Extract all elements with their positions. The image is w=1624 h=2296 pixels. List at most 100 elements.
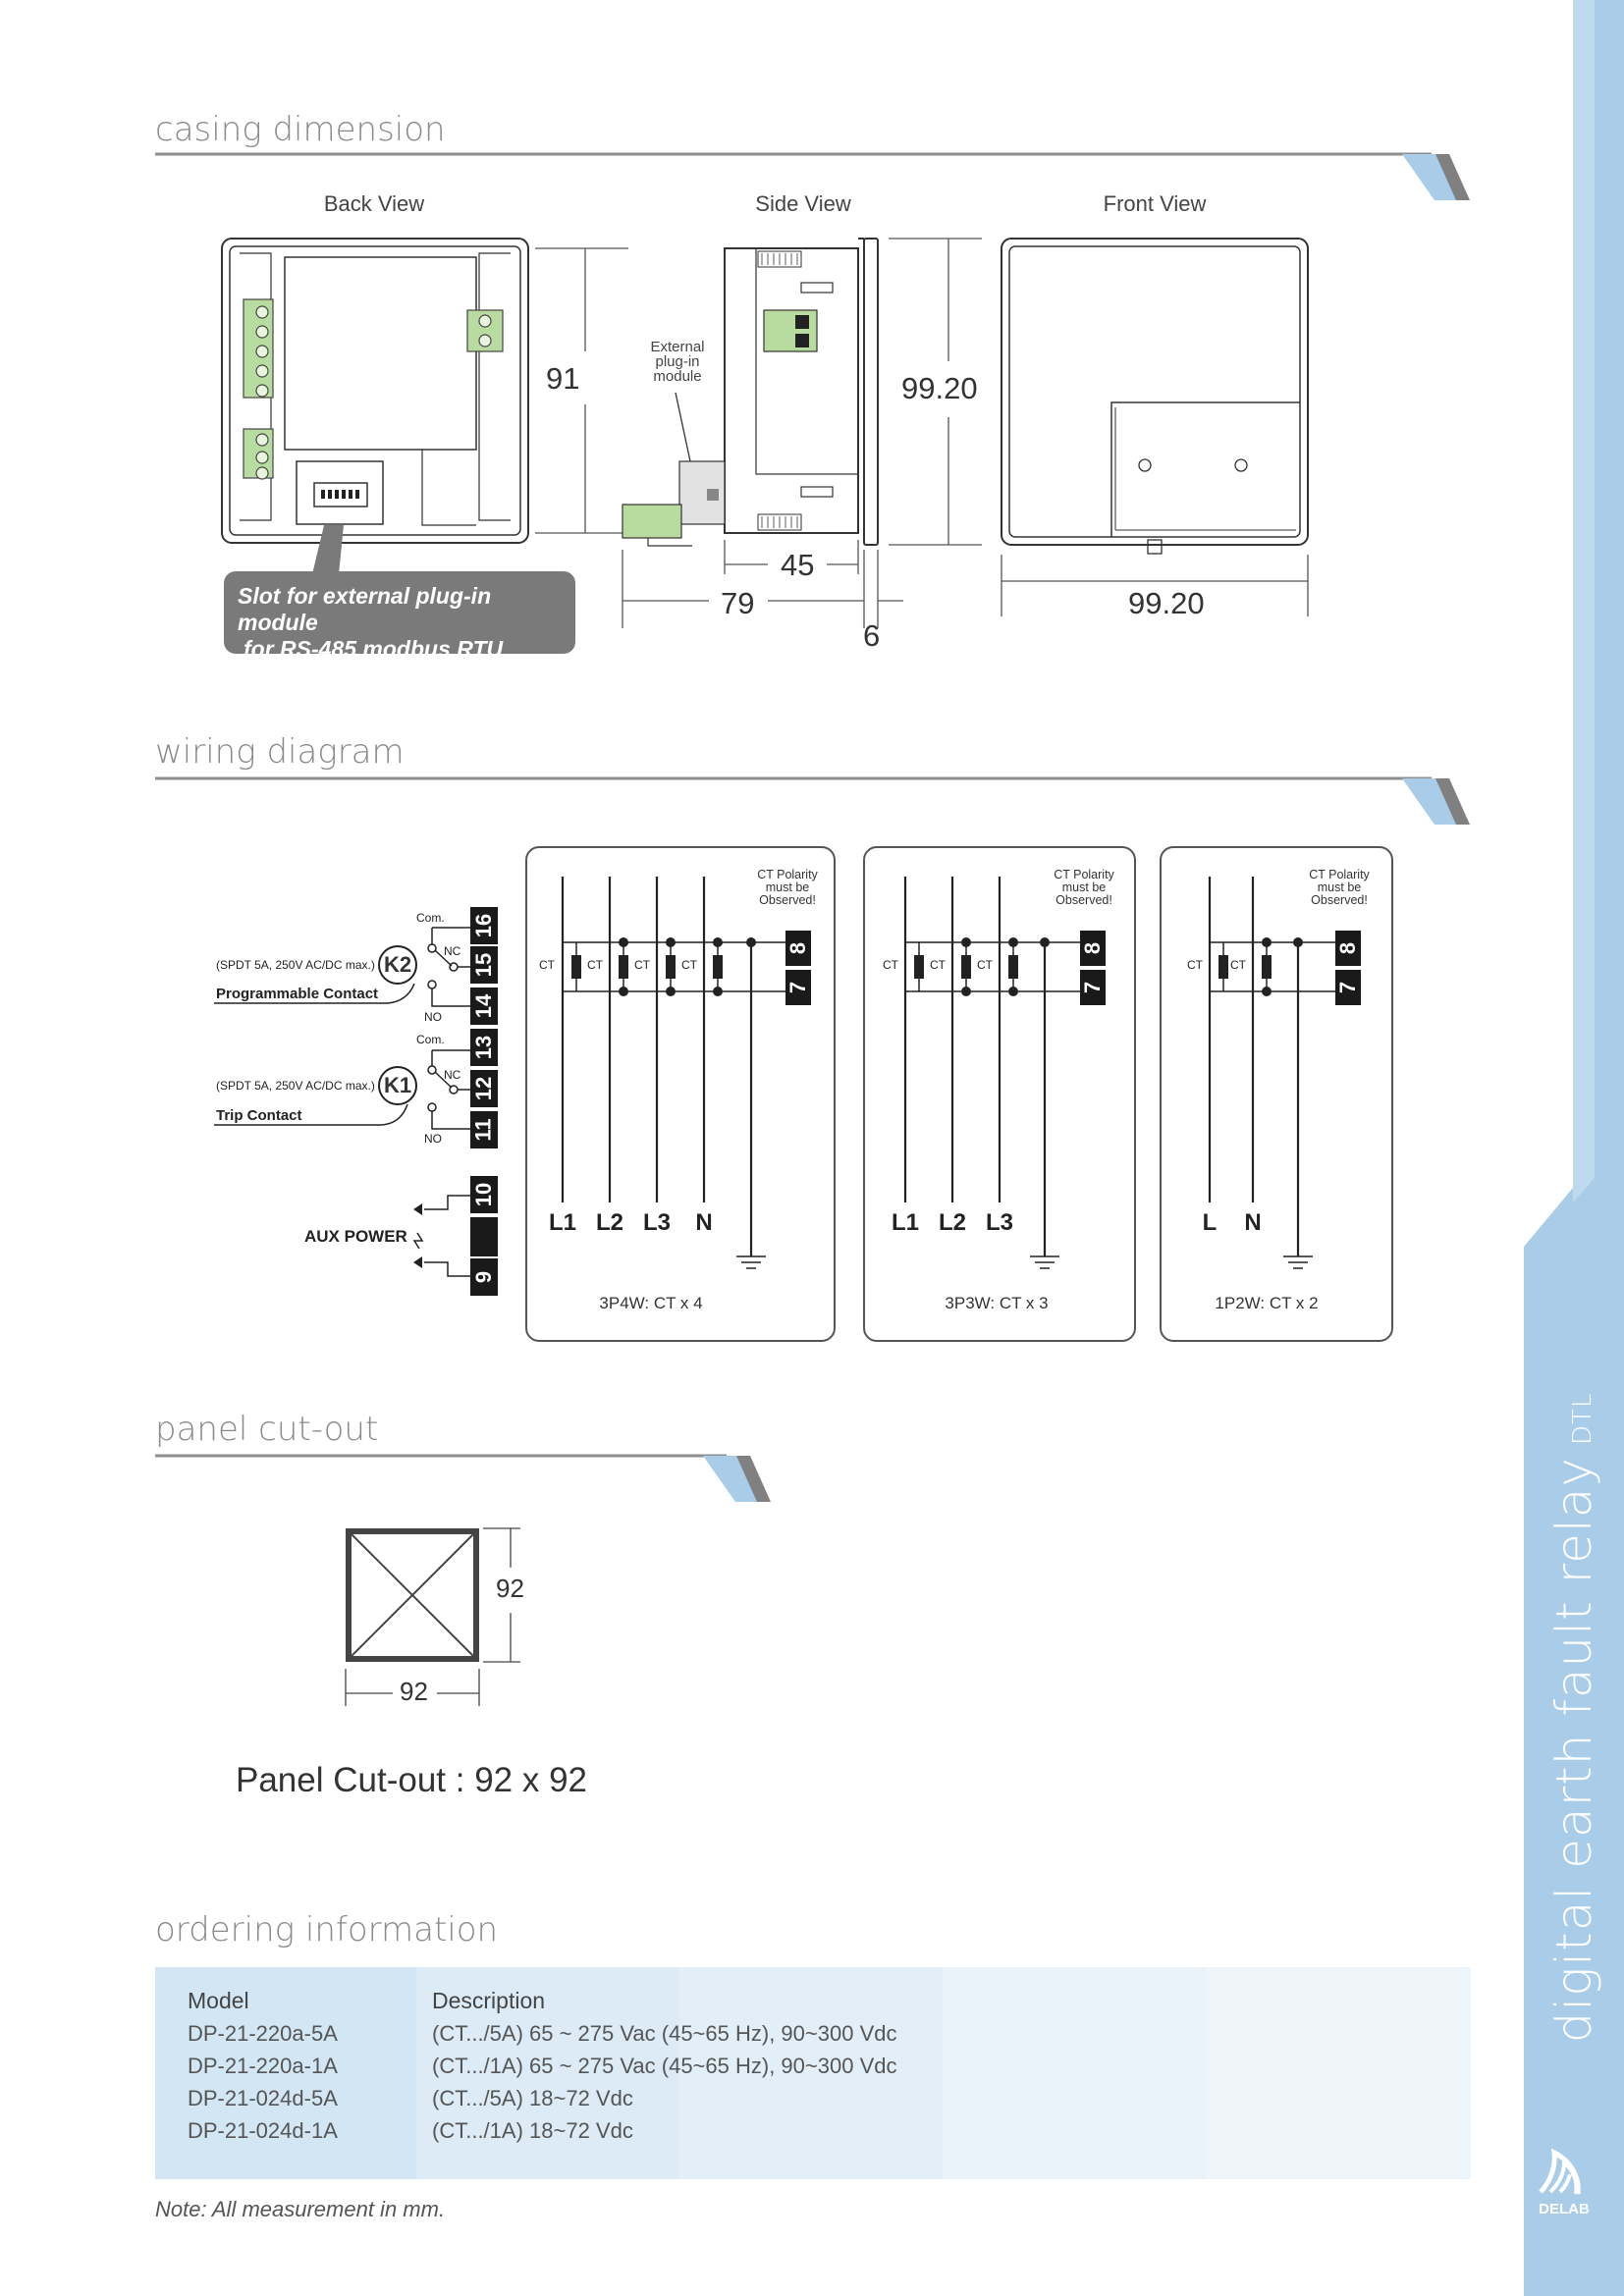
cutout-drawing bbox=[345, 1527, 520, 1706]
ct-label: CT bbox=[1230, 958, 1246, 972]
section-title-ordering: ordering information bbox=[155, 1910, 499, 1949]
aux-arrows bbox=[413, 1203, 422, 1268]
k1-nc-label: NC bbox=[444, 1068, 461, 1082]
ct-label: CT bbox=[587, 958, 603, 972]
ct-label: CT bbox=[977, 958, 993, 972]
ct-terminal-7-p2: 7 bbox=[1080, 970, 1106, 1005]
section-rule-cutout bbox=[155, 1454, 771, 1502]
k1-no-label: NO bbox=[424, 1132, 442, 1146]
k2-no-label: NO bbox=[424, 1010, 442, 1024]
side-view-drawing bbox=[622, 238, 879, 547]
ct-label: CT bbox=[681, 958, 697, 972]
panel-1p2w-cts bbox=[1218, 937, 1303, 996]
ct-terminal-8-p3: 8 bbox=[1335, 931, 1361, 966]
terminal-13: 13 bbox=[470, 1029, 498, 1066]
table-row-desc: (CT.../5A) 65 ~ 275 Vac (45~65 Hz), 90~3… bbox=[432, 2021, 897, 2046]
phase-label: L bbox=[1202, 1209, 1218, 1236]
ct-terminal-7-p3: 7 bbox=[1335, 970, 1361, 1005]
relay-k1: K1 bbox=[378, 1066, 417, 1105]
table-row-desc: (CT.../1A) 65 ~ 275 Vac (45~65 Hz), 90~3… bbox=[432, 2054, 897, 2078]
k2-rating: (SPDT 5A, 250V AC/DC max.) bbox=[216, 958, 375, 972]
delab-logo-icon bbox=[1539, 2148, 1581, 2195]
terminal-16: 16 bbox=[470, 907, 498, 944]
phase-label: L3 bbox=[642, 1209, 672, 1236]
config-label-1p2w: 1P2W: CT x 2 bbox=[1215, 1294, 1319, 1312]
table-row-model: DP-21-220a-5A bbox=[188, 2021, 338, 2046]
ct-label: CT bbox=[634, 958, 650, 972]
ct-label: CT bbox=[930, 958, 946, 972]
phase-label: N bbox=[695, 1209, 713, 1236]
table-row-model: DP-21-024d-5A bbox=[188, 2086, 338, 2110]
dim-line-91 bbox=[535, 247, 628, 534]
order-col-bg bbox=[679, 1967, 943, 2179]
terminal-10: 10 bbox=[470, 1176, 498, 1213]
measurement-note: Note: All measurement in mm. bbox=[155, 2197, 446, 2221]
relay-contact-lines bbox=[214, 927, 470, 1277]
config-label-3p4w: 3P4W: CT x 4 bbox=[599, 1294, 703, 1312]
k1-com-label: Com. bbox=[416, 1033, 445, 1046]
terminal-blank bbox=[470, 1217, 498, 1256]
table-row-model: DP-21-024d-1A bbox=[188, 2118, 338, 2143]
phase-label: L1 bbox=[548, 1209, 577, 1236]
wiring-panel-1p2w bbox=[1160, 846, 1393, 1342]
dim-6: 6 bbox=[863, 618, 881, 653]
dim-lines-side bbox=[622, 238, 982, 628]
ct-label: CT bbox=[1187, 958, 1203, 972]
ct-terminal-7-p1: 7 bbox=[785, 970, 811, 1005]
k2-nc-label: NC bbox=[444, 944, 461, 958]
terminal-11: 11 bbox=[470, 1111, 498, 1148]
terminal-15: 15 bbox=[470, 946, 498, 984]
panel-1p2w-wiring bbox=[1208, 877, 1335, 1269]
logo-text: DELAB bbox=[1539, 2201, 1590, 2217]
panel-3p4w-cts bbox=[571, 937, 756, 996]
model-header: Model bbox=[188, 1988, 249, 2013]
model-column: Model DP-21-220a-5A DP-21-220a-1A DP-21-… bbox=[188, 1985, 338, 2147]
relay-k2: K2 bbox=[378, 945, 417, 985]
phase-label: L2 bbox=[595, 1209, 624, 1236]
k1-rating: (SPDT 5A, 250V AC/DC max.) bbox=[216, 1079, 375, 1093]
dim-91: 91 bbox=[546, 361, 580, 396]
terminal-12: 12 bbox=[470, 1070, 498, 1107]
order-col-bg bbox=[416, 1967, 679, 2179]
ct-terminal-8-p2: 8 bbox=[1080, 931, 1106, 966]
cutout-caption: Panel Cut-out : 92 x 92 bbox=[236, 1761, 587, 1799]
dim-line-front-width bbox=[1001, 555, 1309, 616]
section-title-casing: casing dimension bbox=[155, 110, 446, 149]
order-col-bg bbox=[943, 1967, 1206, 2179]
phase-label: L3 bbox=[985, 1209, 1014, 1236]
ct-label: CT bbox=[883, 958, 898, 972]
ordering-table: Model DP-21-220a-5A DP-21-220a-1A DP-21-… bbox=[155, 1967, 1471, 2179]
front-view-drawing bbox=[1001, 238, 1309, 555]
wiring-panel-3p4w bbox=[525, 846, 836, 1342]
slot-note-callout: Slot for external plug-in module for RS-… bbox=[224, 571, 575, 662]
wiring-panel-3p3w bbox=[863, 846, 1136, 1342]
config-label-3p3w: 3P3W: CT x 3 bbox=[945, 1294, 1049, 1312]
phase-label: L2 bbox=[938, 1209, 967, 1236]
panel-3p3w-cts bbox=[914, 937, 1050, 996]
description-header: Description bbox=[432, 1988, 546, 2013]
dim-99-20-width: 99.20 bbox=[1128, 586, 1205, 620]
sidebar-band bbox=[1524, 0, 1624, 2296]
section-rule-casing bbox=[155, 152, 1470, 200]
back-view-drawing bbox=[221, 238, 529, 574]
order-col-bg bbox=[1206, 1967, 1471, 2179]
dim-99-20-height: 99.20 bbox=[901, 371, 978, 405]
table-row-desc: (CT.../1A) 18~72 Vdc bbox=[432, 2118, 633, 2143]
ct-terminal-8-p1: 8 bbox=[785, 931, 811, 966]
cutout-dim-horizontal: 92 bbox=[400, 1677, 428, 1706]
cutout-dim-vertical: 92 bbox=[496, 1574, 524, 1603]
section-title-wiring: wiring diagram bbox=[155, 732, 405, 772]
terminal-14: 14 bbox=[470, 988, 498, 1025]
aux-power-label: AUX POWER bbox=[304, 1227, 407, 1246]
ct-label: CT bbox=[539, 958, 555, 972]
table-row-desc: (CT.../5A) 18~72 Vdc bbox=[432, 2086, 633, 2110]
programmable-contact-label: Programmable Contact bbox=[216, 986, 379, 1002]
section-title-cutout: panel cut-out bbox=[155, 1410, 379, 1449]
dim-79: 79 bbox=[721, 586, 755, 620]
trip-contact-label: Trip Contact bbox=[216, 1107, 302, 1124]
